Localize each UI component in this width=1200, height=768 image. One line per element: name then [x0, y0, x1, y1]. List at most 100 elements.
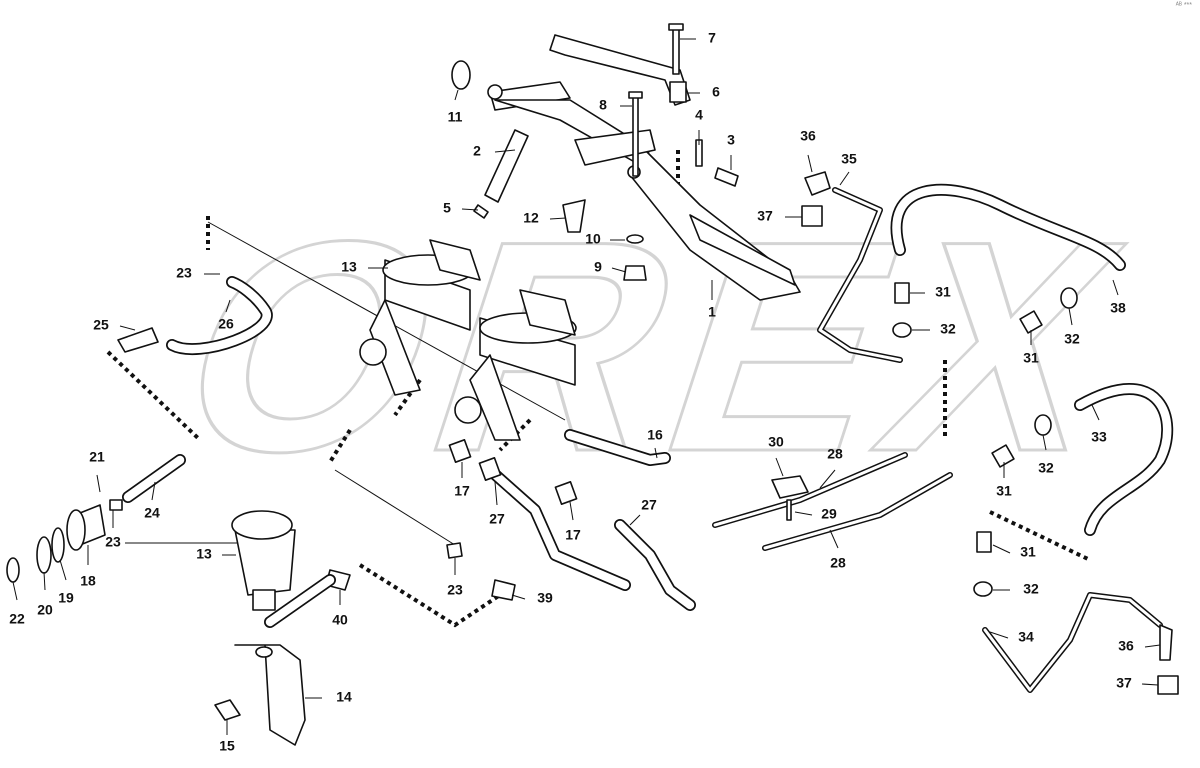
leader-line	[454, 89, 459, 101]
callout-25: 25	[93, 317, 109, 333]
bracket-30	[771, 475, 809, 521]
leader-line	[96, 474, 101, 493]
leader-line	[775, 457, 784, 477]
callout-28: 28	[827, 446, 843, 462]
leader-line	[629, 514, 641, 526]
callout-32: 32	[940, 321, 956, 337]
leader-line	[829, 529, 839, 549]
leader-line	[461, 208, 479, 211]
callout-33: 33	[1091, 429, 1107, 445]
leader-lines	[12, 38, 1161, 735]
callout-12: 12	[523, 210, 539, 226]
callout-5: 5	[443, 200, 451, 216]
hose-38	[890, 183, 1126, 271]
leader-line	[494, 481, 498, 506]
callout-21: 21	[89, 449, 105, 465]
leader-line	[119, 325, 136, 331]
hose-33	[1074, 383, 1174, 536]
pedal-bracket	[549, 34, 691, 106]
callout-28: 28	[830, 555, 846, 571]
master-cylinder-left	[359, 239, 481, 396]
pipe-34	[982, 592, 1163, 693]
callout-31: 31	[1023, 350, 1039, 366]
callout-11: 11	[448, 109, 463, 125]
callout-1: 1	[708, 304, 716, 320]
dashed-connections	[106, 150, 1091, 628]
callout-10: 10	[585, 231, 601, 247]
callout-17: 17	[565, 527, 581, 543]
callout-37: 37	[757, 208, 773, 224]
washer-11	[451, 60, 471, 90]
callout-31: 31	[1020, 544, 1036, 560]
leader-line	[12, 581, 18, 601]
callout-23: 23	[105, 534, 121, 550]
leader-line	[807, 154, 813, 173]
callout-31: 31	[935, 284, 951, 300]
clevis-12	[562, 199, 586, 233]
leader-line	[1141, 683, 1159, 686]
leader-line	[1144, 644, 1161, 648]
fittings-39-40	[264, 542, 516, 628]
callout-3: 3	[727, 132, 735, 148]
corner-mark: ᴬᴮ ***	[1175, 2, 1192, 9]
callout-15: 15	[219, 738, 235, 754]
callout-13: 13	[196, 546, 212, 562]
nut-washer	[623, 234, 647, 281]
leader-line	[611, 267, 627, 273]
callout-37: 37	[1116, 675, 1132, 691]
callout-35: 35	[841, 151, 857, 167]
leader-line	[225, 299, 231, 313]
callout-14: 14	[336, 689, 352, 705]
callout-18: 18	[80, 573, 96, 589]
slave-cylinder	[6, 499, 123, 583]
callout-36: 36	[1118, 638, 1134, 654]
callout-23: 23	[447, 582, 463, 598]
fittings-17	[448, 439, 578, 505]
hose-26	[117, 276, 273, 356]
leader-line	[839, 171, 850, 186]
hose-16	[564, 429, 671, 466]
callout-6: 6	[712, 84, 720, 100]
callout-labels: 1234567891011121313141516171718192021222…	[9, 30, 1134, 754]
callout-7: 7	[708, 30, 716, 46]
callout-23: 23	[176, 265, 192, 281]
leader-line	[151, 481, 156, 501]
leader-line	[992, 544, 1011, 554]
callout-32: 32	[1038, 460, 1054, 476]
leader-line	[1042, 434, 1047, 451]
bolts	[628, 23, 739, 187]
pipes-28	[712, 452, 953, 551]
callout-19: 19	[58, 590, 74, 606]
leader-line	[654, 447, 658, 459]
master-cylinder-right	[454, 289, 577, 441]
callout-40: 40	[332, 612, 348, 628]
leader-line	[569, 501, 574, 521]
leader-line	[511, 594, 526, 600]
pushrod	[473, 129, 529, 219]
callout-34: 34	[1018, 629, 1034, 645]
leader-line	[43, 571, 46, 591]
callout-38: 38	[1110, 300, 1126, 316]
hose-24	[122, 454, 186, 503]
callout-17: 17	[454, 483, 470, 499]
callout-29: 29	[821, 506, 837, 522]
callout-32: 32	[1064, 331, 1080, 347]
pipe-27-left	[484, 464, 631, 591]
callout-36: 36	[800, 128, 816, 144]
callout-4: 4	[695, 107, 703, 123]
leader-line	[989, 631, 1009, 639]
callout-27: 27	[641, 497, 657, 513]
leader-line	[59, 559, 67, 581]
callout-24: 24	[144, 505, 160, 521]
leader-line	[819, 469, 836, 489]
callout-27: 27	[489, 511, 505, 527]
callout-26: 26	[218, 316, 234, 332]
pipe-35	[817, 187, 903, 363]
callout-32: 32	[1023, 581, 1039, 597]
callout-31: 31	[996, 483, 1012, 499]
callout-8: 8	[599, 97, 607, 113]
leader-line	[1068, 307, 1073, 326]
leader-line	[794, 511, 813, 516]
reservoir-bracket	[214, 644, 306, 746]
